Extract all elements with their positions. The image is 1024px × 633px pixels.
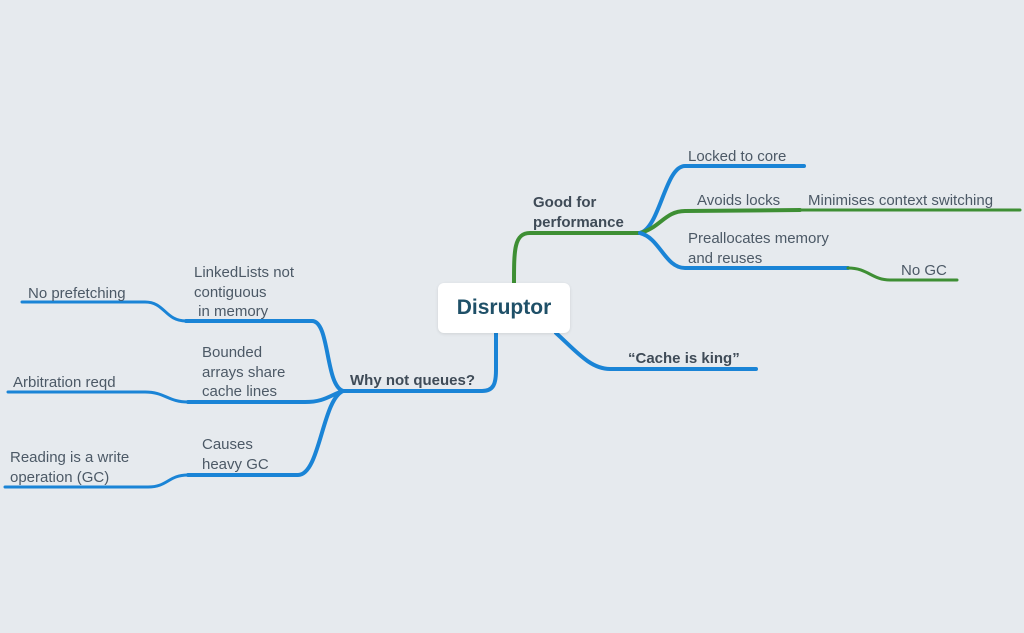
root-node-disruptor[interactable]: Disruptor bbox=[438, 283, 570, 333]
bounded-arrays-line-1: Bounded bbox=[202, 344, 263, 361]
edge-to-preallocates bbox=[638, 231, 850, 270]
preallocates-line-2: and reuses bbox=[688, 249, 763, 267]
why-not-queues-label: Why not queues? bbox=[350, 372, 475, 389]
node-no-gc[interactable]: No GC bbox=[901, 261, 947, 281]
minimises-context-switching-label: Minimises context switching bbox=[808, 192, 994, 209]
node-reading-write[interactable]: Reading is a write operation (GC) bbox=[10, 448, 129, 487]
bounded-arrays-line-2: arrays share bbox=[202, 363, 286, 381]
node-causes-gc[interactable]: Causes heavy GC bbox=[202, 435, 269, 474]
edge-root-to-why-not-queues bbox=[341, 331, 498, 393]
causes-gc-line-1: Causes bbox=[202, 436, 253, 453]
reading-write-line-2: operation (GC) bbox=[10, 468, 110, 486]
no-gc-label: No GC bbox=[901, 262, 947, 279]
edge-root-to-cache-is-king bbox=[554, 331, 758, 371]
bounded-arrays-line-3: cache lines bbox=[202, 383, 278, 400]
no-prefetching-label: No prefetching bbox=[28, 285, 126, 302]
node-avoids-locks[interactable]: Avoids locks bbox=[697, 191, 780, 211]
node-cache-is-king[interactable]: “Cache is king” bbox=[628, 349, 740, 369]
arbitration-label: Arbitration reqd bbox=[13, 374, 116, 391]
node-why-not-queues[interactable]: Why not queues? bbox=[350, 371, 475, 391]
node-good-for-performance[interactable]: Good for performance bbox=[533, 193, 624, 232]
node-arbitration[interactable]: Arbitration reqd bbox=[13, 373, 116, 393]
node-linkedlists[interactable]: LinkedLists not contiguous in memory bbox=[194, 263, 294, 322]
root-label: Disruptor bbox=[456, 296, 552, 319]
good-for-performance-line-1: Good for bbox=[533, 194, 597, 211]
edge-to-no-prefetching bbox=[20, 300, 188, 323]
node-no-prefetching[interactable]: No prefetching bbox=[28, 284, 126, 304]
edge-to-reading-write bbox=[3, 473, 190, 489]
edge-to-no-gc bbox=[846, 266, 959, 282]
linkedlists-line-1: LinkedLists not bbox=[194, 264, 295, 281]
avoids-locks-label: Avoids locks bbox=[697, 192, 781, 209]
node-locked-to-core[interactable]: Locked to core bbox=[688, 147, 786, 167]
causes-gc-line-2: heavy GC bbox=[202, 455, 269, 473]
edge-to-arbitration bbox=[6, 390, 190, 404]
linkedlists-line-2: contiguous bbox=[194, 283, 267, 301]
node-minimises-context-switching[interactable]: Minimises context switching bbox=[808, 191, 993, 211]
locked-to-core-label: Locked to core bbox=[688, 148, 787, 165]
edge-root-to-good-for-performance bbox=[512, 231, 642, 286]
cache-is-king-label: “Cache is king” bbox=[628, 350, 740, 367]
good-for-performance-line-2: performance bbox=[533, 213, 624, 231]
node-bounded-arrays[interactable]: Bounded arrays share cache lines bbox=[202, 343, 285, 402]
node-preallocates[interactable]: Preallocates memory and reuses bbox=[688, 229, 829, 268]
edge-to-causes-gc bbox=[186, 389, 345, 477]
preallocates-line-1: Preallocates memory bbox=[688, 230, 829, 247]
linkedlists-line-3: in memory bbox=[194, 303, 269, 320]
edge-to-avoids-locks bbox=[638, 208, 802, 235]
reading-write-line-1: Reading is a write bbox=[10, 449, 130, 466]
edge-to-linkedlists bbox=[184, 319, 345, 393]
